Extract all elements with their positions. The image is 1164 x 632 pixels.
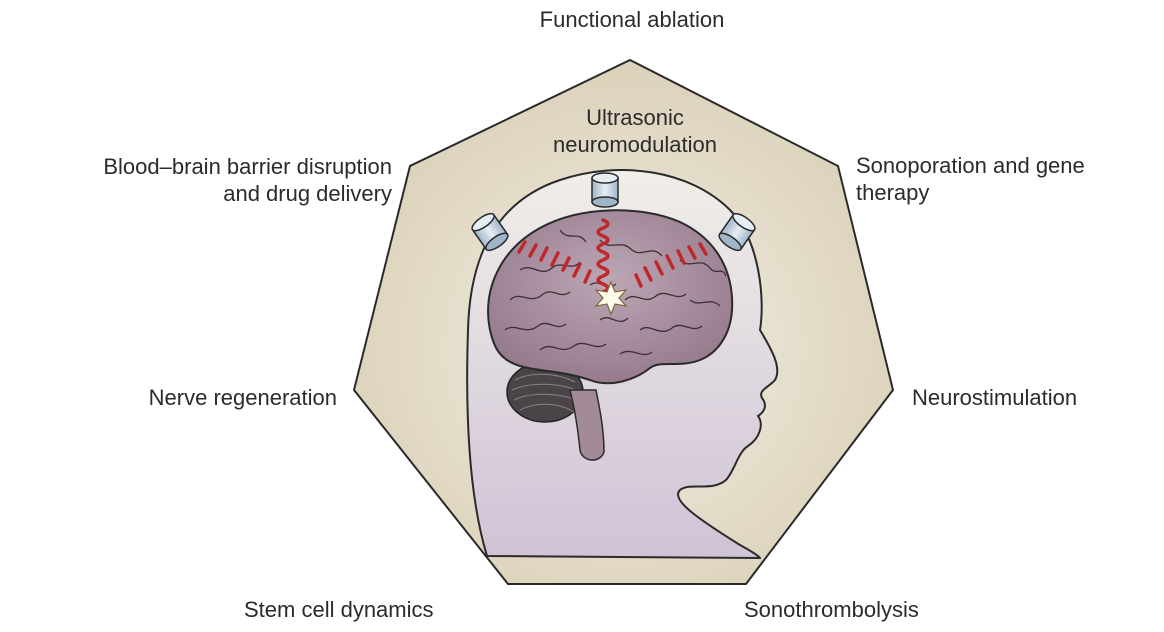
transducer-top [592, 173, 618, 207]
label-bbb-line1: Blood–brain barrier disruption [0, 153, 392, 180]
label-stem-text: Stem cell dynamics [244, 596, 504, 623]
label-functional-ablation: Functional ablation [482, 6, 782, 33]
label-neurostimulation: Neurostimulation [912, 384, 1142, 411]
label-bbb-line2: and drug delivery [0, 180, 392, 207]
label-ultrasonic-neuromodulation: Ultrasonic neuromodulation [520, 104, 750, 158]
label-sono-line1: Sonoporation and gene [856, 152, 1162, 179]
label-nerve-text: Nerve regeneration [60, 384, 337, 411]
label-throm-text: Sonothrombolysis [744, 596, 984, 623]
label-sonothrombolysis: Sonothrombolysis [744, 596, 984, 623]
label-ultrasonic-line2: neuromodulation [520, 131, 750, 158]
label-sonoporation-gene-therapy: Sonoporation and gene therapy [856, 152, 1162, 206]
label-nerve-regeneration: Nerve regeneration [60, 384, 337, 411]
label-ultrasonic-line1: Ultrasonic [520, 104, 750, 131]
label-blood-brain-barrier: Blood–brain barrier disruption and drug … [0, 153, 392, 207]
label-functional-ablation-text: Functional ablation [482, 6, 782, 33]
label-sono-line2: therapy [856, 179, 1162, 206]
label-neuro-text: Neurostimulation [912, 384, 1142, 411]
label-stem-cell-dynamics: Stem cell dynamics [244, 596, 504, 623]
